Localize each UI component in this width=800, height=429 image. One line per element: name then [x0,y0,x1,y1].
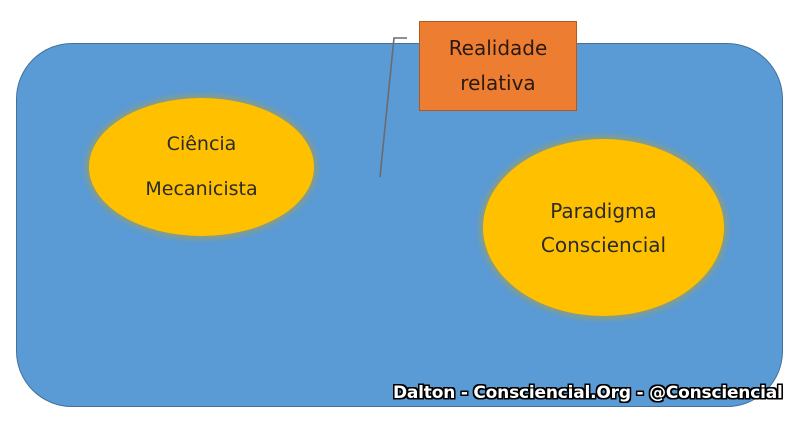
credit-watermark: Dalton - Consciencial.Org - @Consciencia… [393,383,783,403]
paradigma-consciencial-ellipse: Paradigma Consciencial [483,139,724,316]
ellipse-label-line1: Ciência [166,133,237,155]
ellipse-label-line2: Mecanicista [145,178,258,200]
realidade-relativa-callout: Realidade relativa [419,21,577,111]
ellipse-label-line1: Paradigma [550,198,657,223]
callout-label-line2: relativa [460,71,536,95]
callout-label-line1: Realidade [448,36,548,60]
ellipse-label-line2: Consciencial [540,232,667,257]
ciencia-mecanicista-ellipse: Ciência Mecanicista [89,98,314,236]
